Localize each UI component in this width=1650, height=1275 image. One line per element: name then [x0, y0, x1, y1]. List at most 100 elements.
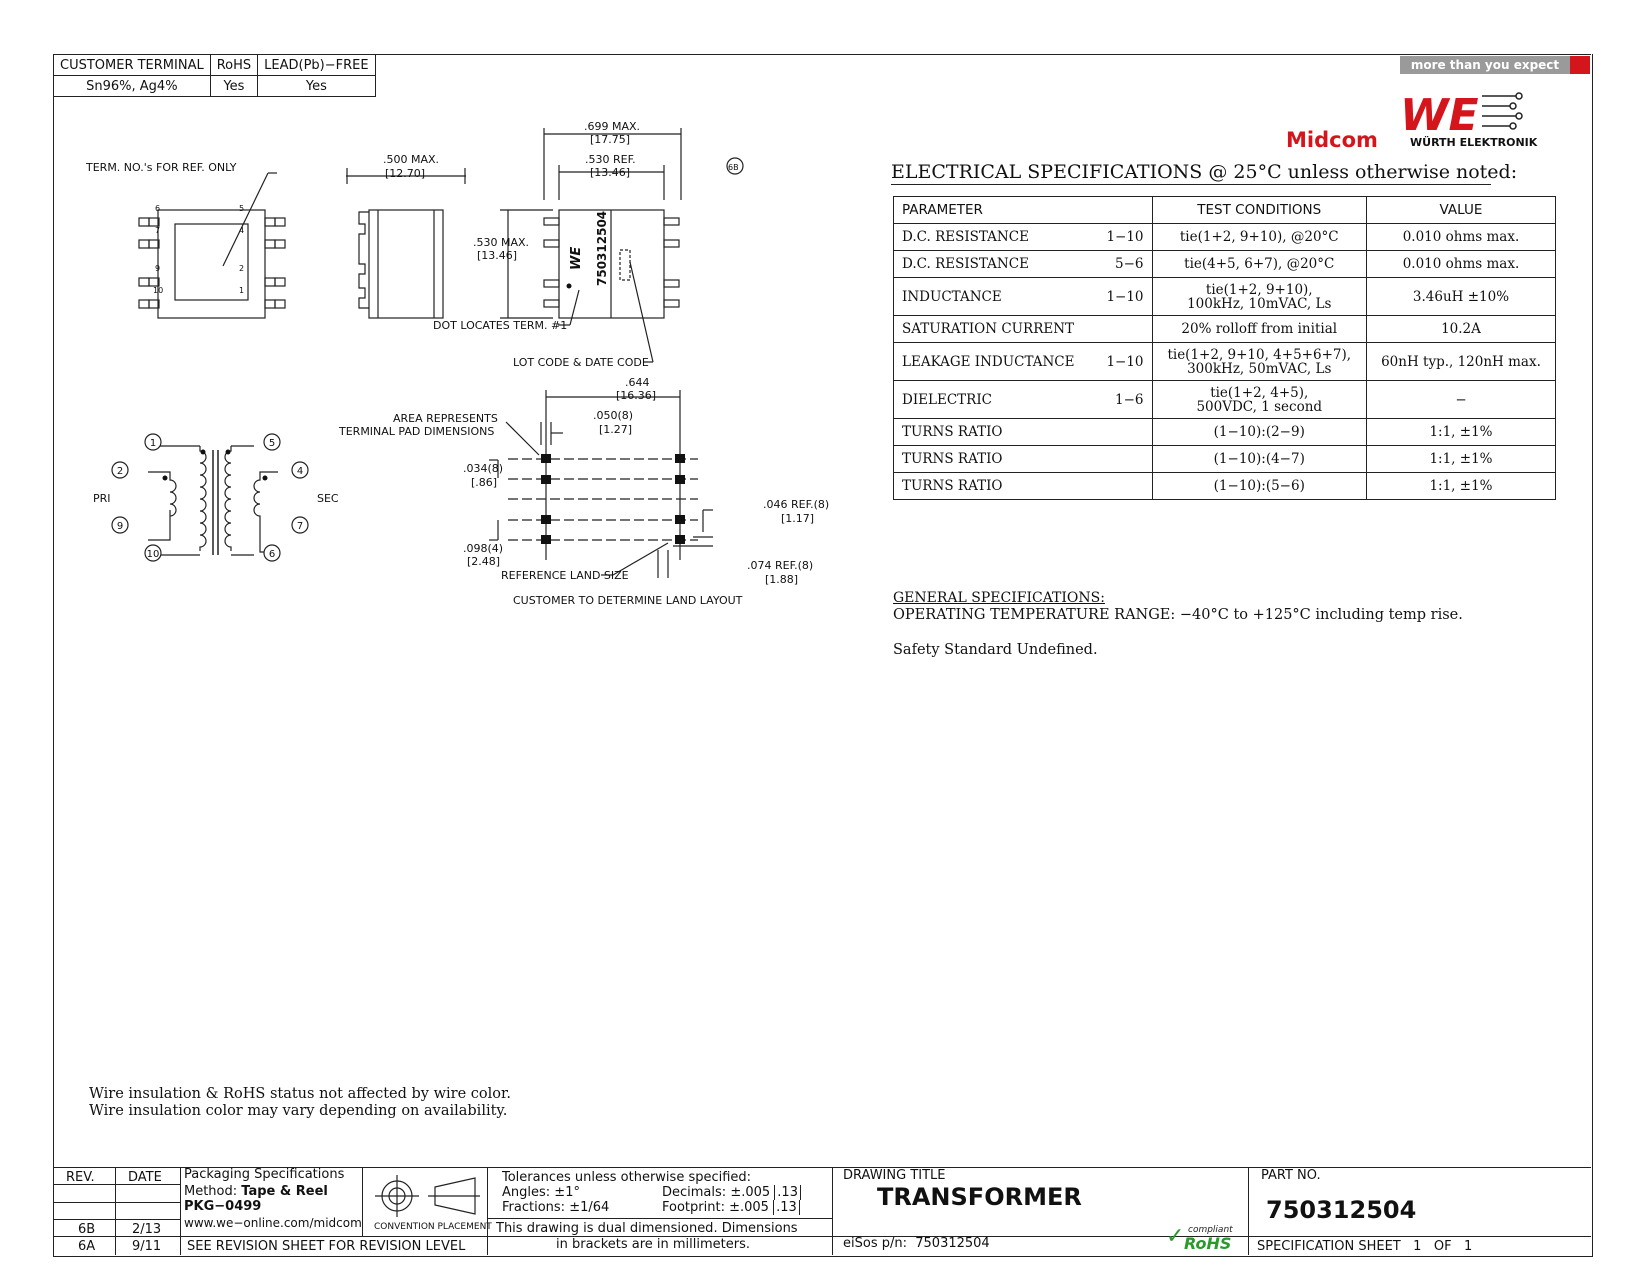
sec-pin-4: 4 [297, 466, 303, 477]
tolerance-title: Tolerances unless otherwise specified: [502, 1170, 752, 1185]
row-conditions: tie(1+2, 9+10, 4+5+6+7),300kHz, 50mVAC, … [1151, 342, 1367, 381]
operating-temperature: OPERATING TEMPERATURE RANGE: −40°C to +1… [893, 607, 1463, 623]
table-row: D.C. RESISTANCE 1−10 tie(1+2, 9+10), @20… [892, 223, 1557, 251]
part-number: 750312504 [1266, 1196, 1417, 1224]
drawing-title: TRANSFORMER [877, 1183, 1082, 1211]
row-value: 3.46uH ±10% [1365, 277, 1557, 316]
website-link[interactable]: www.we−online.com/midcom [184, 1216, 362, 1230]
of-label: OF [1433, 1239, 1452, 1254]
row-pins: 1−10 [1095, 342, 1153, 381]
pin-label-2: 2 [239, 264, 244, 273]
tb-v-rev [115, 1167, 116, 1255]
tb-rev-line-1 [53, 1202, 180, 1203]
row-conditions-line-2: 300kHz, 50mVAC, Ls [1187, 360, 1332, 377]
pin-label-6: 6 [155, 204, 160, 213]
pitch-mm: [2.48] [467, 555, 500, 568]
row-value: 1:1, ±1% [1365, 472, 1557, 500]
land-note: REFERENCE LAND SIZE [501, 569, 629, 582]
land-width-dim: .644 [625, 376, 650, 389]
row-conditions: (1−10):(2−9) [1151, 418, 1367, 446]
area-note-2: TERMINAL PAD DIMENSIONS [338, 425, 494, 438]
electrical-title-underline [891, 184, 1491, 185]
decimals-value: ±.005 [730, 1185, 771, 1200]
row-value: 60nH typ., 120nH max. [1365, 342, 1557, 381]
term-note: TERM. NO.'s FOR REF. ONLY [85, 161, 237, 174]
row-param: TURNS RATIO [892, 472, 1096, 500]
tb-v-date [180, 1167, 181, 1255]
terminal-header: CUSTOMER TERMINAL [53, 54, 211, 76]
pkg-number: PKG−0499 [184, 1199, 262, 1214]
table-row: D.C. RESISTANCE 5−6 tie(4+5, 6+7), @20°C… [892, 250, 1557, 278]
check-icon: ✓ [1166, 1224, 1185, 1249]
sheet-label: SPECIFICATION SHEET [1257, 1239, 1401, 1254]
compliant-label: compliant [1188, 1225, 1233, 1235]
pad-width-dim: .050(8) [593, 409, 633, 422]
terminal-value: Sn96%, Ag4% [53, 75, 211, 97]
pkg-title: Packaging Specifications [184, 1167, 345, 1182]
footprint-mm: .13 [773, 1200, 800, 1215]
row-conditions-line-1: tie(1+2, 9+10), [1205, 281, 1313, 298]
date-header: DATE [128, 1170, 162, 1185]
lead-free-value: Yes [257, 75, 376, 97]
see-revision-note: SEE REVISION SHEET FOR REVISION LEVEL [187, 1239, 466, 1254]
pri-pin-1: 1 [150, 438, 156, 449]
sec-pin-5: 5 [269, 438, 275, 449]
tb-v-pkg [362, 1167, 363, 1236]
land-width-mm: [16.36] [616, 389, 656, 402]
tb-v-tol [832, 1167, 833, 1255]
convention-placement-icon [375, 1175, 480, 1217]
dual-dimension-1: This drawing is dual dimensioned. Dimens… [496, 1221, 798, 1236]
we-logo-text: WE [1400, 90, 1479, 136]
row-param: SATURATION CURRENT [892, 315, 1096, 343]
row-conditions: tie(1+2, 4+5),500VDC, 1 second [1151, 380, 1367, 419]
row-conditions: tie(1+2, 9+10), @20°C [1151, 223, 1367, 251]
fractions-value: ±1/64 [569, 1200, 610, 1215]
row-conditions: (1−10):(5−6) [1151, 472, 1367, 500]
row-param: D.C. RESISTANCE [892, 223, 1096, 251]
row-conditions-line-2: 100kHz, 10mVAC, Ls [1187, 295, 1332, 312]
safety-standard: Safety Standard Undefined. [893, 642, 1098, 658]
row-value: 0.010 ohms max. [1365, 250, 1557, 278]
general-spec-title: GENERAL SPECIFICATIONS: [893, 590, 1105, 606]
row-pins [1095, 445, 1153, 473]
height-mm: [13.46] [477, 249, 517, 262]
rev-6a: 6A [78, 1239, 96, 1254]
row-pins [1095, 418, 1153, 446]
param-header: PARAMETER [893, 196, 1153, 224]
row-conditions: tie(4+5, 6+7), @20°C [1151, 250, 1367, 278]
pri-pin-10: 10 [147, 549, 160, 560]
terminal-table: CUSTOMER TERMINAL RoHS LEAD(Pb)−FREE Sn9… [53, 54, 376, 97]
top-ref-dim: .530 REF. [585, 153, 636, 166]
rohs-value: Yes [209, 75, 259, 97]
lot-note: LOT CODE & DATE CODE [513, 356, 649, 369]
pri-pin-2: 2 [117, 466, 123, 477]
side-width-mm: [12.70] [385, 167, 425, 180]
row-param: TURNS RATIO [892, 418, 1096, 446]
row-param: DIELECTRIC [892, 380, 1096, 419]
tb-rev-line-2 [53, 1219, 180, 1220]
row-conditions: 20% rolloff from initial [1151, 315, 1367, 343]
area-note-1: AREA REPRESENTS [393, 412, 498, 425]
pri-pin-9: 9 [117, 521, 123, 532]
conditions-header: TEST CONDITIONS [1151, 196, 1367, 224]
decimals-mm: .13 [774, 1185, 801, 1200]
pin-label-1: 1 [239, 286, 244, 295]
row-pins: 1−10 [1095, 223, 1153, 251]
row-param: LEAKAGE INDUCTANCE [892, 342, 1096, 381]
midcom-logo: Midcom [1286, 128, 1378, 152]
pin-label-7: 7 [155, 226, 160, 235]
eisos-value: 750312504 [915, 1236, 990, 1251]
footprint-label: Footprint: [662, 1200, 725, 1215]
table-row: TURNS RATIO (1−10):(2−9) 1:1, ±1% [892, 418, 1557, 446]
footprint-value: ±.005 [729, 1200, 769, 1215]
angles-value: ±1° [554, 1185, 580, 1200]
table-row: INDUCTANCE 1−10 tie(1+2, 9+10),100kHz, 1… [892, 277, 1557, 316]
dual-dimension-2: in brackets are in millimeters. [556, 1237, 751, 1252]
top-border [53, 54, 1591, 55]
fractions-label: Fractions: [502, 1200, 566, 1215]
sec-pin-6: 6 [269, 549, 275, 560]
eisos-label: eiSos p/n: [843, 1236, 907, 1251]
drawing-frame [53, 54, 1593, 1257]
decimals-label: Decimals: [662, 1185, 727, 1200]
customer-note: CUSTOMER TO DETERMINE LAND LAYOUT [513, 594, 743, 607]
